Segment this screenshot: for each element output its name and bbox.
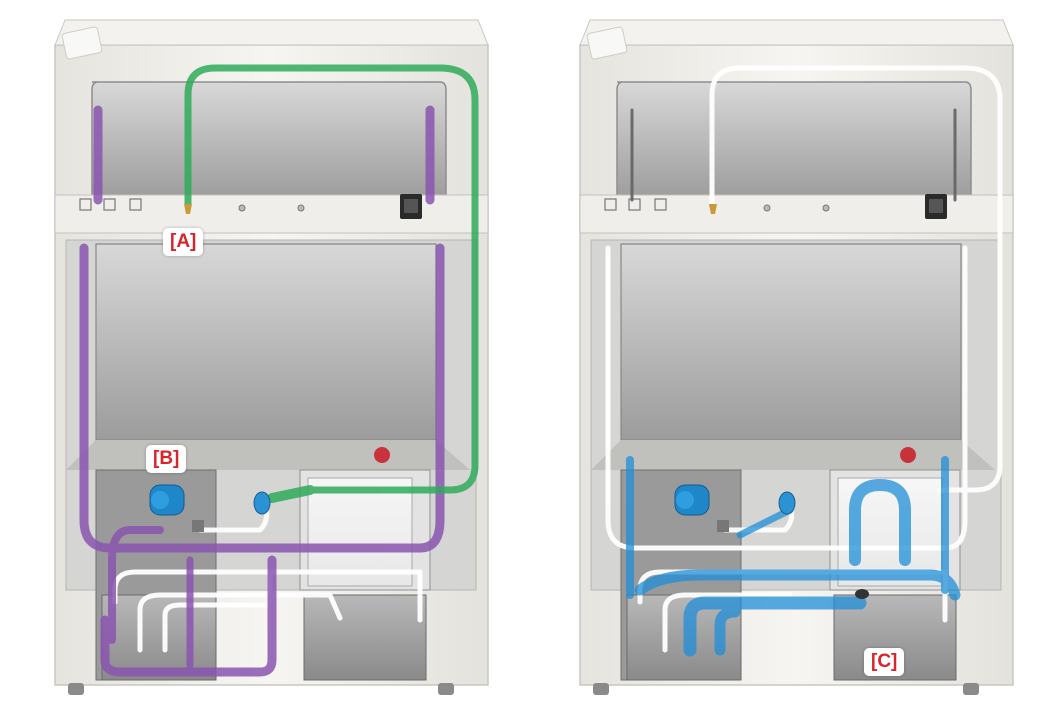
blue-blower-icon: [149, 484, 185, 516]
right-cabinet: [579, 19, 1014, 695]
gas-nozzle-icon: [184, 204, 192, 214]
red-alarm-light-icon: [374, 447, 390, 463]
blue-filter-icon: [253, 491, 271, 515]
callout-a: [A]: [163, 228, 204, 256]
gas-nozzle-icon: [709, 204, 717, 214]
red-alarm-light-icon: [900, 447, 916, 463]
left-cabinet: [54, 19, 489, 695]
blue-blower-icon: [674, 484, 710, 516]
callout-b: [B]: [146, 445, 187, 473]
blue-filter-icon: [778, 491, 796, 515]
callout-c: [C]: [864, 648, 905, 676]
